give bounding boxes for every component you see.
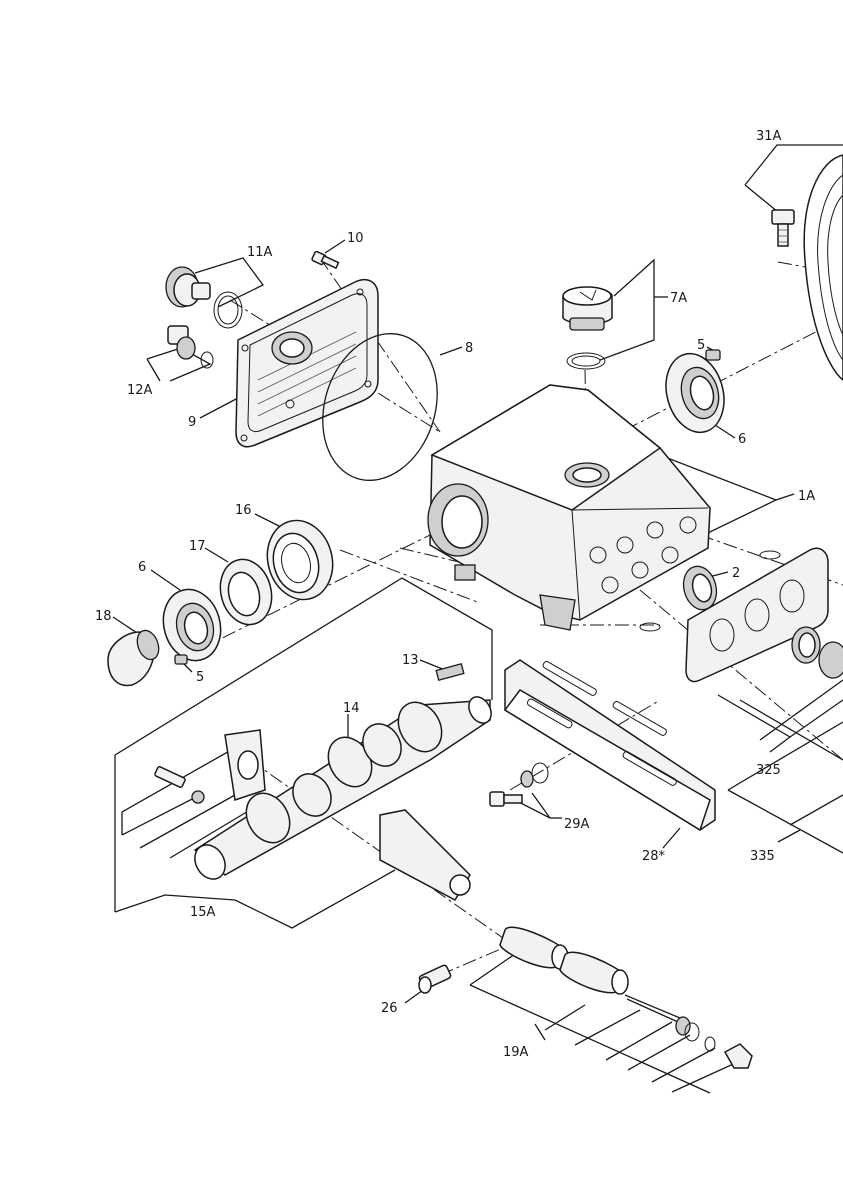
label-12A: 12A — [127, 383, 153, 398]
label-2: 2 — [732, 566, 740, 581]
label-8: 8 — [465, 341, 473, 356]
label-17: 17 — [189, 539, 206, 554]
part-7A-oil-cap — [563, 287, 612, 369]
part-26-plug — [418, 964, 451, 993]
label-18: 18 — [95, 609, 112, 624]
label-325: 325 — [756, 763, 781, 778]
part-5-screw-left — [175, 655, 187, 664]
label-6-top: 6 — [738, 432, 746, 447]
label-6-left: 6 — [138, 560, 146, 575]
label-31A: 31A — [756, 129, 782, 144]
label-10: 10 — [347, 231, 364, 246]
label-16: 16 — [235, 503, 252, 518]
label-11A: 11A — [247, 245, 273, 260]
label-9: 9 — [188, 415, 196, 430]
label-5-left: 5 — [196, 670, 204, 685]
label-335: 335 — [750, 849, 775, 864]
label-29A: 29A — [564, 817, 590, 832]
part-6-bearing-cover-left — [156, 583, 229, 667]
part-31A-cover — [772, 155, 843, 380]
label-5-top: 5 — [697, 338, 705, 353]
label-26: 26 — [381, 1001, 398, 1016]
label-15A: 15A — [190, 905, 216, 920]
part-18-cap — [108, 627, 163, 685]
part-19A-piston-set — [500, 927, 752, 1068]
part-6-bearing-cover-top — [658, 347, 733, 439]
part-front-plate — [686, 548, 843, 681]
label-28: 28* — [642, 849, 666, 864]
part-28-bracket — [505, 660, 715, 830]
part-5-screw-top — [706, 350, 720, 360]
label-14: 14 — [343, 701, 360, 716]
label-1A: 1A — [798, 489, 815, 504]
part-9-cover-plate — [236, 280, 378, 447]
part-11A-cap — [166, 267, 242, 328]
part-1A-crankcase — [428, 385, 780, 631]
label-7A: 7A — [670, 291, 687, 306]
part-13-key — [436, 664, 464, 680]
label-13: 13 — [402, 653, 419, 668]
label-19A: 19A — [503, 1045, 529, 1060]
